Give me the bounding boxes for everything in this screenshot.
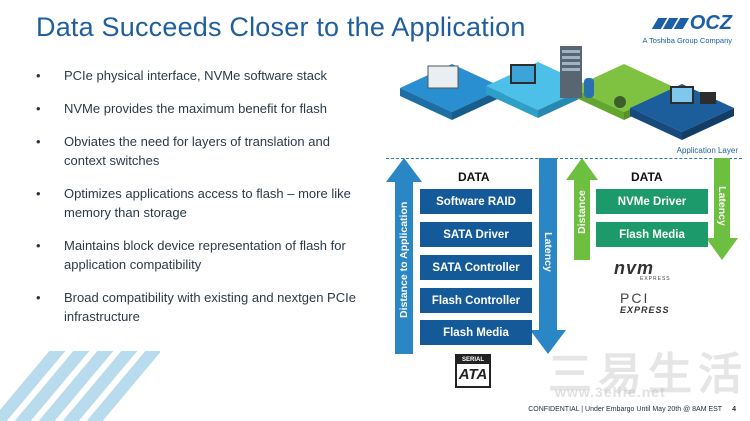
pci-express-logo: PCI bbox=[620, 290, 650, 306]
bullet-item: PCIe physical interface, NVMe software s… bbox=[36, 66, 366, 85]
distance-to-application-label: Distance to Application bbox=[398, 201, 410, 318]
latency-label-left: Latency bbox=[542, 232, 554, 272]
distance-up-arrow-green bbox=[566, 158, 598, 260]
application-layer-line bbox=[386, 158, 742, 159]
bullet-item: Maintains block device representation of… bbox=[36, 236, 366, 274]
stack-layer-flash-media-right: Flash Media bbox=[596, 222, 708, 247]
distance-up-arrow bbox=[386, 158, 422, 354]
footer-confidential: CONFIDENTIAL | Under Embargo Until May 2… bbox=[528, 406, 723, 413]
bullet-item: Optimizes applications access to flash –… bbox=[36, 184, 366, 222]
ocz-logo: OCZ A Toshiba Group Company bbox=[622, 12, 733, 45]
stack-layer-sata-controller: SATA Controller bbox=[420, 255, 532, 280]
stack-layer-sata-driver: SATA Driver bbox=[420, 222, 532, 247]
pci-express-subtext: EXPRESS bbox=[620, 305, 670, 315]
latency-down-arrow bbox=[530, 158, 566, 354]
bullet-item: NVMe provides the maximum benefit for fl… bbox=[36, 99, 366, 118]
watermark-url: www.3elife.net bbox=[555, 384, 666, 400]
ocz-logo-mark-icon bbox=[651, 18, 689, 29]
footer: CONFIDENTIAL | Under Embargo Until May 2… bbox=[528, 406, 736, 413]
nvm-express-subtext: EXPRESS bbox=[640, 276, 671, 282]
latency-label-right: Latency bbox=[716, 186, 728, 226]
sata-logo-top: SERIAL bbox=[457, 356, 489, 364]
stack-layer-flash-media-left: Flash Media bbox=[420, 320, 532, 345]
stack-layer-software-raid: Software RAID bbox=[420, 189, 532, 214]
watermark-text: 三易生活 bbox=[548, 350, 748, 399]
decorative-stripes bbox=[0, 351, 160, 421]
sata-logo-bottom: ATA bbox=[458, 366, 488, 383]
stack-layer-flash-controller: Flash Controller bbox=[420, 288, 532, 313]
logo-subtitle: A Toshiba Group Company bbox=[642, 36, 733, 45]
left-data-label: DATA bbox=[458, 170, 490, 184]
serial-ata-logo: SERIAL ATA bbox=[455, 354, 491, 388]
latency-down-arrow-green bbox=[706, 158, 738, 260]
bullet-item: Obviates the need for layers of translat… bbox=[36, 132, 366, 170]
bullet-list: PCIe physical interface, NVMe software s… bbox=[36, 66, 366, 340]
bullet-item: Broad compatibility with existing and ne… bbox=[36, 288, 366, 326]
application-layer-label: Application Layer bbox=[676, 146, 738, 155]
logo-brand: OCZ bbox=[689, 12, 732, 34]
distance-label-right: Distance bbox=[576, 190, 588, 234]
datacenter-illustration bbox=[400, 46, 734, 140]
stack-layer-nvme-driver: NVMe Driver bbox=[596, 189, 708, 214]
slide-title: Data Succeeds Closer to the Application bbox=[36, 12, 526, 42]
nvm-express-logo: nvm bbox=[614, 258, 655, 278]
right-data-label: DATA bbox=[631, 170, 663, 184]
page-number: 4 bbox=[732, 406, 736, 413]
